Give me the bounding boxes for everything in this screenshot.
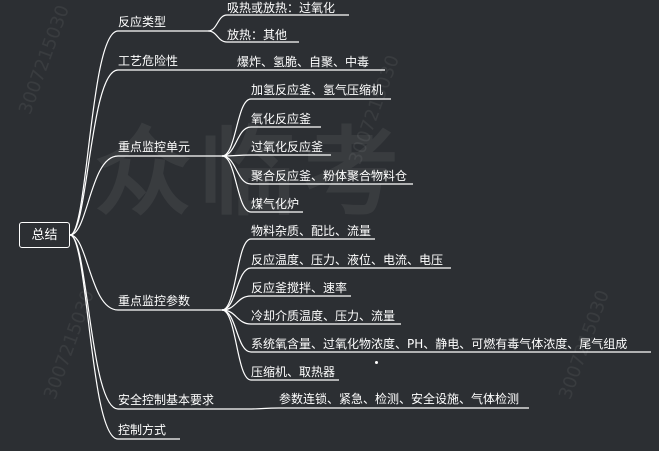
- leaf-param-compressor[interactable]: 压缩机、取热器: [251, 365, 336, 379]
- leaf-param-system[interactable]: 系统氧含量、过氧化物浓度、PH、静电、可燃有毒气体浓度、尾气组成: [251, 337, 628, 351]
- leaf-connector: [221, 98, 391, 157]
- leaf-param-material[interactable]: 物料杂质、配比、流量: [251, 224, 372, 238]
- branch-key-parameters[interactable]: 重点监控参数: [118, 294, 191, 308]
- leaf-connector: [221, 295, 351, 311]
- branch-control-mode[interactable]: 控制方式: [118, 423, 167, 437]
- branch-connector: [69, 234, 222, 311]
- branch-reaction-type[interactable]: 反应类型: [118, 15, 167, 29]
- leaf-connector: [221, 238, 375, 311]
- leaf-hazards[interactable]: 爆炸、氢脆、自聚、中毒: [237, 55, 370, 69]
- branch-connector: [69, 234, 180, 440]
- leaf-connector: [221, 155, 303, 213]
- leaf-connector: [221, 309, 401, 325]
- branch-connector: [69, 69, 196, 236]
- leaf-connector: [221, 154, 331, 157]
- branch-key-units[interactable]: 重点监控单元: [118, 140, 191, 154]
- leaf-unit-oxidation[interactable]: 氧化反应釜: [251, 112, 312, 126]
- leaf-unit-hydrogenation[interactable]: 加氢反应釜、氢气压缩机: [251, 83, 384, 97]
- leaf-param-reaction[interactable]: 反应温度、压力、液位、电流、电压: [251, 253, 444, 267]
- leaf-exo-other[interactable]: 放热：其他: [227, 28, 288, 42]
- branch-connector: [69, 30, 208, 236]
- leaf-connector: [207, 30, 299, 43]
- mouse-cursor-dot: [375, 361, 378, 364]
- branch-safety-requirements[interactable]: 安全控制基本要求: [118, 393, 215, 407]
- leaf-connector: [221, 309, 339, 381]
- leaf-safety-items[interactable]: 参数连锁、紧急、检测、安全设施、气体检测: [279, 392, 520, 406]
- root-node[interactable]: 总结: [19, 222, 70, 248]
- leaf-unit-gasifier[interactable]: 煤气化炉: [251, 197, 300, 211]
- leaf-connector: [207, 14, 349, 32]
- leaf-connector: [221, 267, 451, 311]
- leaf-param-cooling[interactable]: 冷却介质温度、压力、流量: [251, 309, 396, 323]
- leaf-unit-peroxidation[interactable]: 过氧化反应釜: [251, 140, 324, 154]
- branch-process-hazard[interactable]: 工艺危险性: [118, 54, 179, 68]
- leaf-connector: [221, 309, 651, 353]
- leaf-connector: [221, 126, 321, 157]
- leaf-endo-exo[interactable]: 吸热或放热：过氧化: [227, 1, 336, 15]
- leaf-connector: [247, 407, 529, 410]
- branch-connector: [69, 155, 222, 236]
- leaf-unit-polymerization[interactable]: 聚合反应釜、粉体聚合物料仓: [251, 169, 408, 183]
- leaf-param-stirring[interactable]: 反应釜搅拌、速率: [251, 281, 348, 295]
